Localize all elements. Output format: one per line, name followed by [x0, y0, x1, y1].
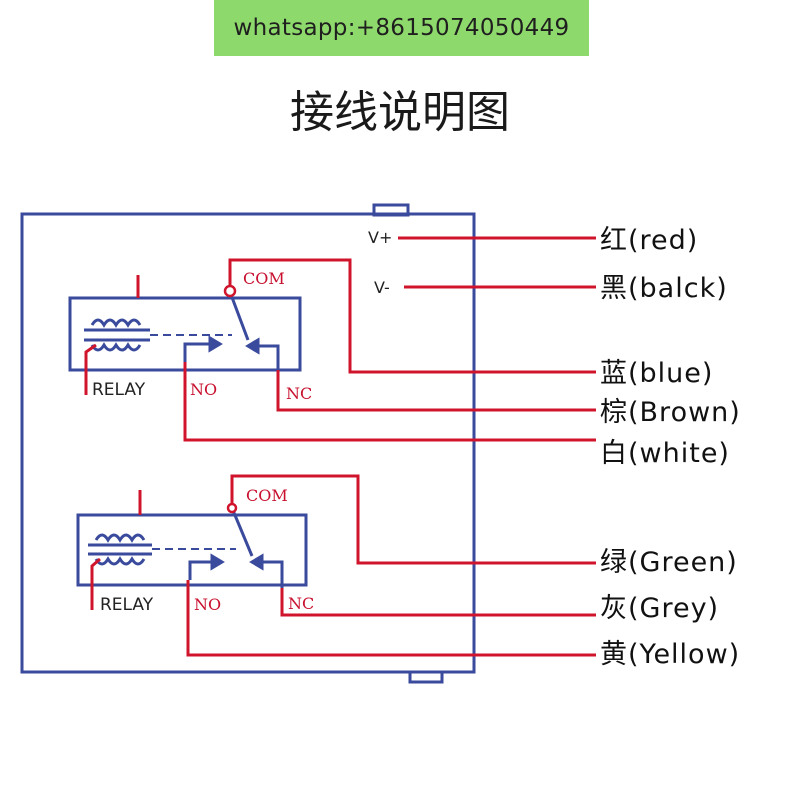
relay-2-housing — [76, 513, 308, 587]
relay-2-label: RELAY — [100, 595, 154, 615]
relay-1-com-terminal — [223, 284, 237, 298]
wire-label-yellow: 黄(Yellow) — [600, 639, 740, 670]
relay-1-no-label: NO — [190, 380, 217, 399]
wire-label-brown: 棕(Brown) — [600, 397, 741, 428]
wire-white — [183, 362, 596, 442]
relay-2-no-label: NO — [194, 595, 221, 614]
relay-1-com-label: COM — [243, 269, 285, 288]
wire-label-red: 红(red) — [600, 225, 698, 256]
relay-2-com-terminal — [226, 502, 238, 514]
page-title: 接线说明图 — [290, 87, 510, 138]
wire-label-grey: 灰(Grey) — [600, 593, 719, 624]
wire-blue — [228, 258, 596, 374]
wire-green — [230, 474, 596, 565]
wire-label-green: 绿(Green) — [600, 547, 738, 578]
contact-banner: whatsapp:+8615074050449 — [214, 0, 589, 56]
wire-brown — [276, 370, 596, 412]
bottom-tab — [408, 670, 444, 684]
wire-label-white: 白(white) — [600, 438, 730, 469]
wire-label-black: 黑(balck) — [600, 273, 728, 304]
wire-label-blue: 蓝(blue) — [600, 358, 713, 389]
module-enclosure — [20, 212, 476, 674]
wire-grey — [280, 588, 596, 617]
vminus-label: V- — [374, 278, 390, 297]
relay-2-nc-label: NC — [288, 594, 314, 613]
relay-2-internals — [88, 507, 284, 588]
top-tab — [372, 203, 410, 217]
vplus-label: V+ — [368, 228, 392, 247]
relay-2-com-label: COM — [246, 486, 288, 505]
relay-1-internals — [84, 291, 280, 370]
wire-yellow — [186, 580, 596, 657]
relay-1-label: RELAY — [92, 380, 146, 400]
relay-1-nc-label: NC — [286, 384, 312, 403]
